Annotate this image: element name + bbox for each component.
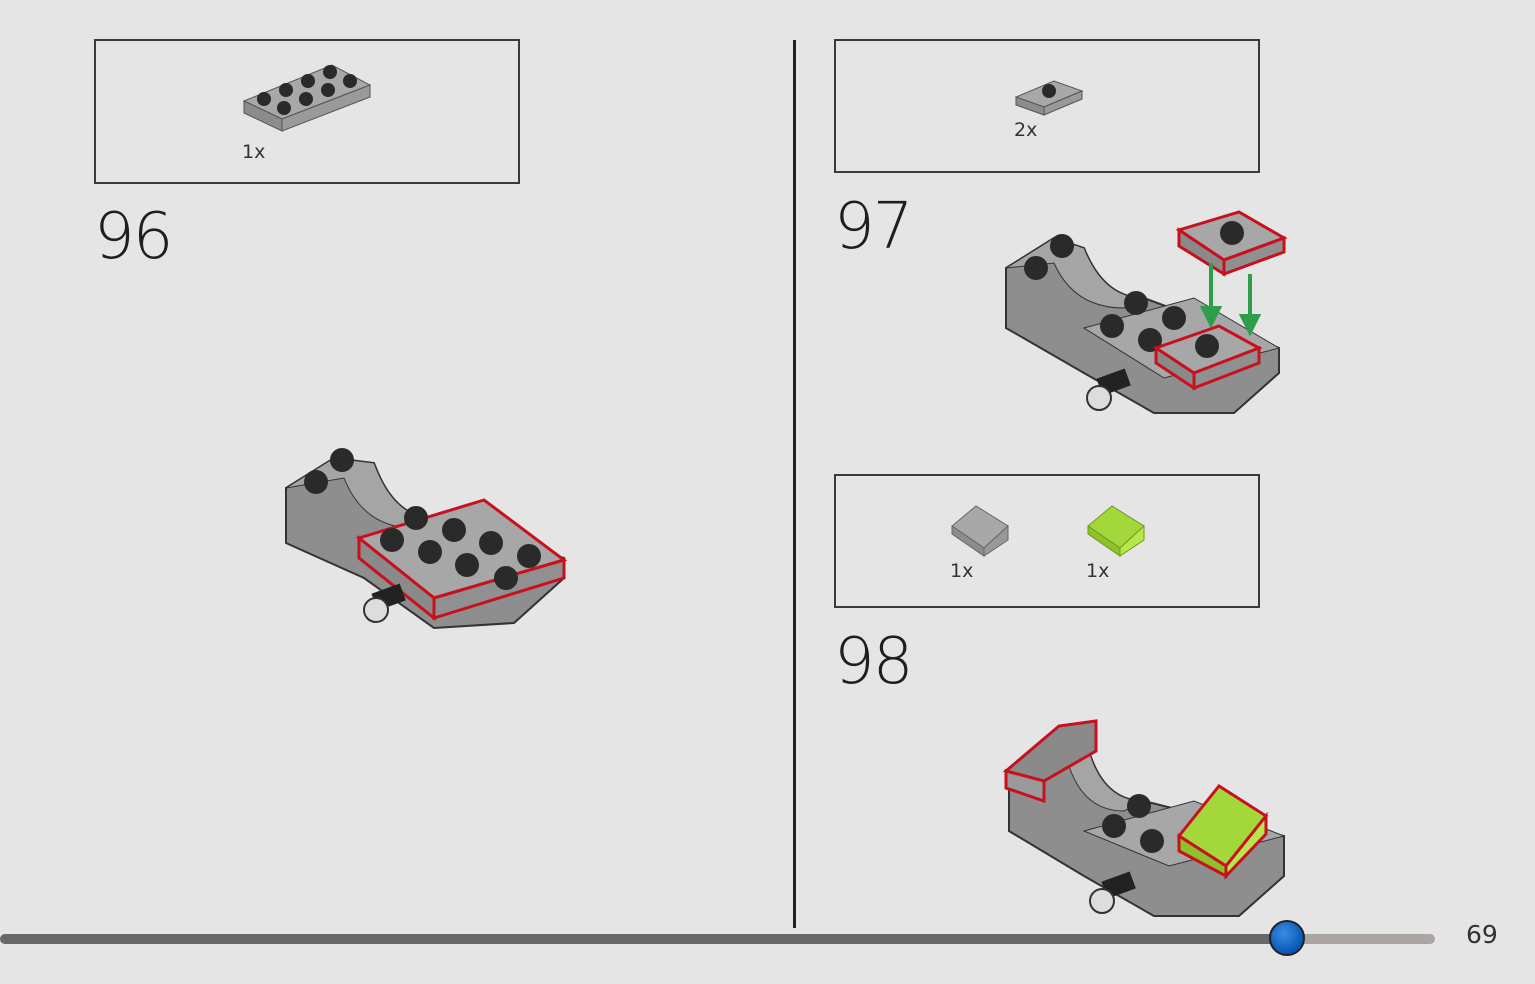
arrow-icon (1199, 263, 1262, 337)
part-quantity: 1x (242, 141, 266, 163)
step-98-model (1002, 719, 1286, 917)
page-divider (793, 40, 796, 928)
step-97-model (1005, 210, 1288, 414)
step-number: 98 (834, 625, 913, 699)
part-quantity: 1x (950, 560, 974, 582)
slope-grey-icon (951, 505, 1009, 557)
step-96-model (285, 448, 568, 630)
parts-callout-98: 1x 1x (834, 474, 1260, 608)
page-scrubber[interactable] (0, 934, 1435, 944)
part-quantity: 1x (1086, 560, 1110, 582)
page-number: 69 (1466, 920, 1498, 949)
parts-callout-97: 2x (834, 39, 1260, 173)
slope-lime-icon (1087, 505, 1145, 557)
parts-callout-96: 1x (94, 39, 520, 184)
step-number: 97 (834, 190, 913, 264)
scrubber-handle[interactable] (1269, 920, 1306, 956)
plate-1x2-jumper-icon (1014, 80, 1084, 116)
progress-fill (0, 934, 1288, 944)
step-number: 96 (94, 200, 173, 274)
plate-2x4-icon (242, 64, 372, 132)
part-quantity: 2x (1014, 119, 1038, 141)
